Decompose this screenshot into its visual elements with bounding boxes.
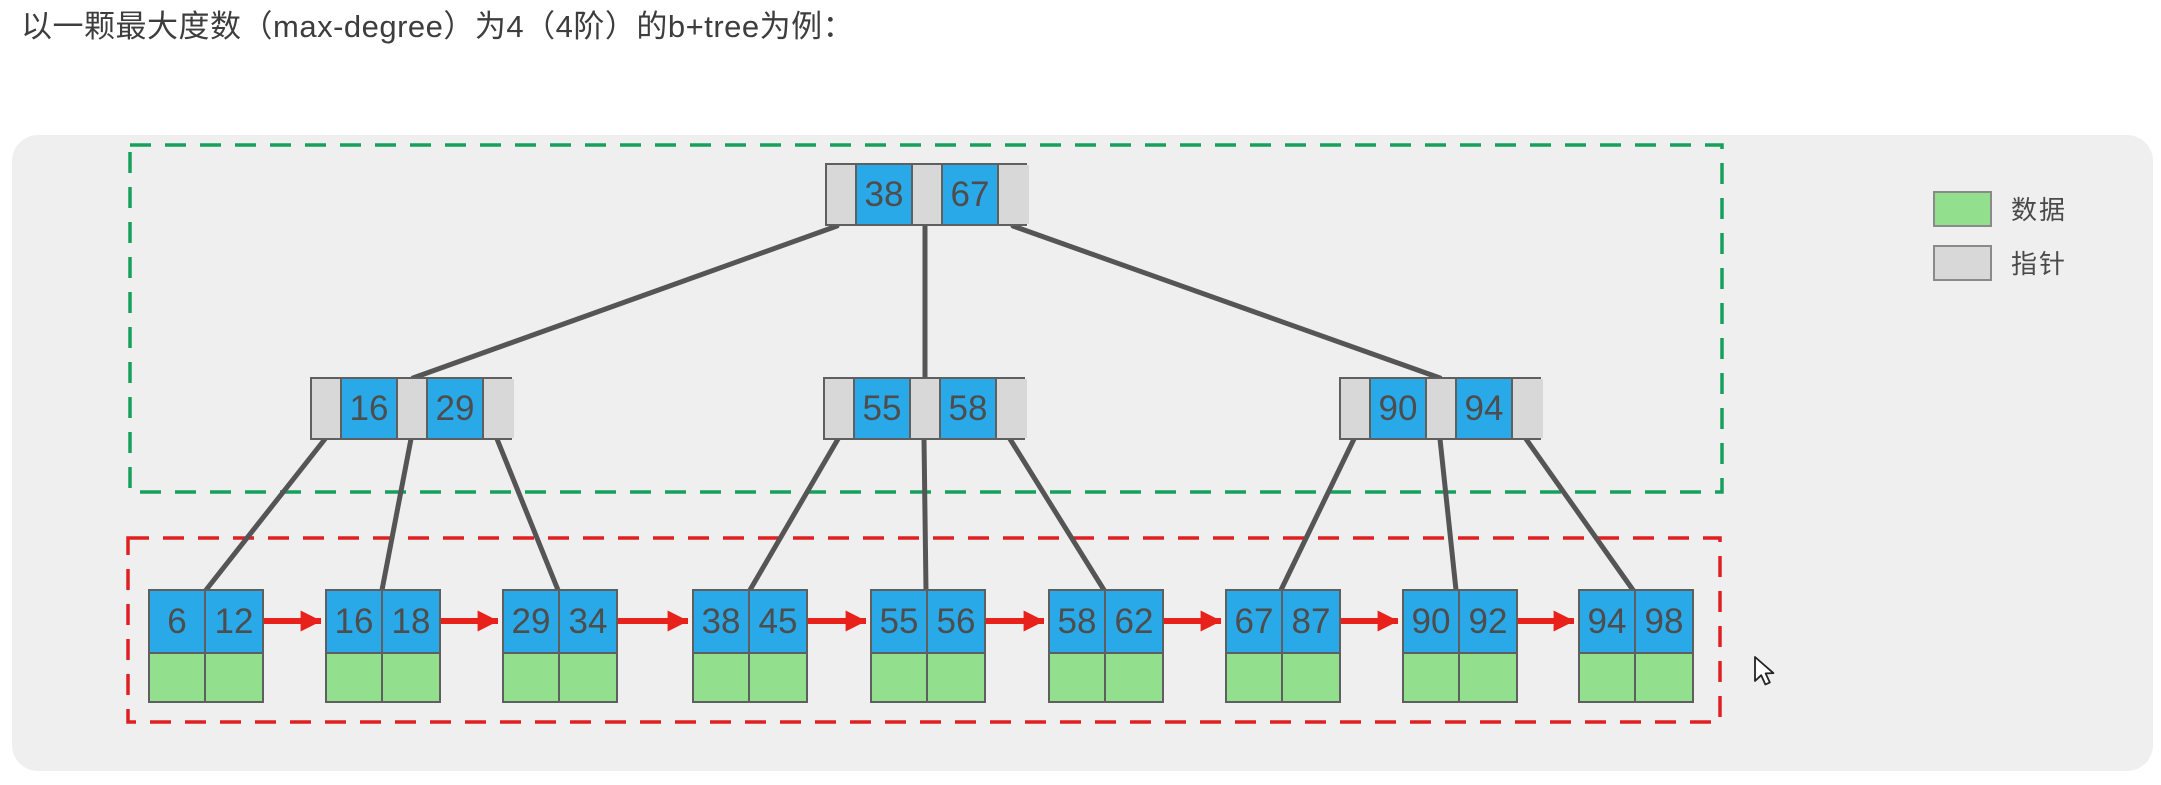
legend: 数据 指针 [1933, 190, 2067, 298]
internal-node: 38 67 [825, 163, 1029, 226]
key-cell: 29 [504, 591, 560, 654]
pointer-cell [999, 165, 1029, 224]
pointer-cell [825, 379, 855, 438]
legend-row-data: 数据 [1933, 190, 2067, 227]
internal-node: 55 58 [823, 377, 1027, 440]
legend-label-data: 数据 [2011, 195, 2068, 225]
key-cell: 38 [857, 165, 913, 224]
key-cell: 87 [1283, 591, 1339, 654]
key-cell: 18 [383, 591, 439, 654]
key-cell: 6 [150, 591, 206, 654]
key-cell: 90 [1404, 591, 1460, 654]
key-cell: 67 [943, 165, 999, 224]
data-cell [694, 654, 750, 701]
data-cell [1580, 654, 1636, 701]
pointer-cell [911, 379, 941, 438]
pointer-cell [312, 379, 342, 438]
pointer-swatch [1933, 244, 1992, 281]
data-cell [560, 654, 616, 701]
pointer-cell [1513, 379, 1543, 438]
key-cell: 58 [941, 379, 997, 438]
key-cell: 55 [872, 591, 928, 654]
pointer-cell [398, 379, 428, 438]
key-cell: 12 [206, 591, 262, 654]
data-cell [750, 654, 806, 701]
data-cell [1404, 654, 1460, 701]
key-cell: 38 [694, 591, 750, 654]
data-cell [872, 654, 928, 701]
key-cell: 92 [1460, 591, 1516, 654]
key-cell: 98 [1636, 591, 1692, 654]
data-cell [150, 654, 206, 701]
pointer-cell [1341, 379, 1371, 438]
pointer-cell [913, 165, 943, 224]
legend-row-pointer: 指针 [1933, 244, 2067, 281]
data-swatch [1933, 190, 1992, 227]
key-cell: 56 [928, 591, 984, 654]
key-cell: 55 [855, 379, 911, 438]
data-cell [1283, 654, 1339, 701]
internal-node: 90 94 [1339, 377, 1543, 440]
key-cell: 34 [560, 591, 616, 654]
key-cell: 90 [1371, 379, 1427, 438]
pointer-cell [484, 379, 514, 438]
data-cell [206, 654, 262, 701]
data-cell [1227, 654, 1283, 701]
key-cell: 67 [1227, 591, 1283, 654]
mouse-cursor-icon [1754, 656, 1775, 686]
data-cell [928, 654, 984, 701]
key-cell: 45 [750, 591, 806, 654]
data-cell [1106, 654, 1162, 701]
data-cell [1636, 654, 1692, 701]
data-cell [1050, 654, 1106, 701]
key-cell: 16 [342, 379, 398, 438]
data-cell [327, 654, 383, 701]
pointer-cell [997, 379, 1027, 438]
key-cell: 29 [428, 379, 484, 438]
key-cell: 16 [327, 591, 383, 654]
key-cell: 58 [1050, 591, 1106, 654]
key-cell: 62 [1106, 591, 1162, 654]
page-title: 以一颗最大度数（max-degree）为4（4阶）的b+tree为例： [21, 9, 855, 44]
data-cell [504, 654, 560, 701]
key-cell: 94 [1580, 591, 1636, 654]
data-cell [1460, 654, 1516, 701]
legend-label-pointer: 指针 [2011, 249, 2068, 279]
data-cell [383, 654, 439, 701]
pointer-cell [827, 165, 857, 224]
pointer-cell [1427, 379, 1457, 438]
key-cell: 94 [1457, 379, 1513, 438]
